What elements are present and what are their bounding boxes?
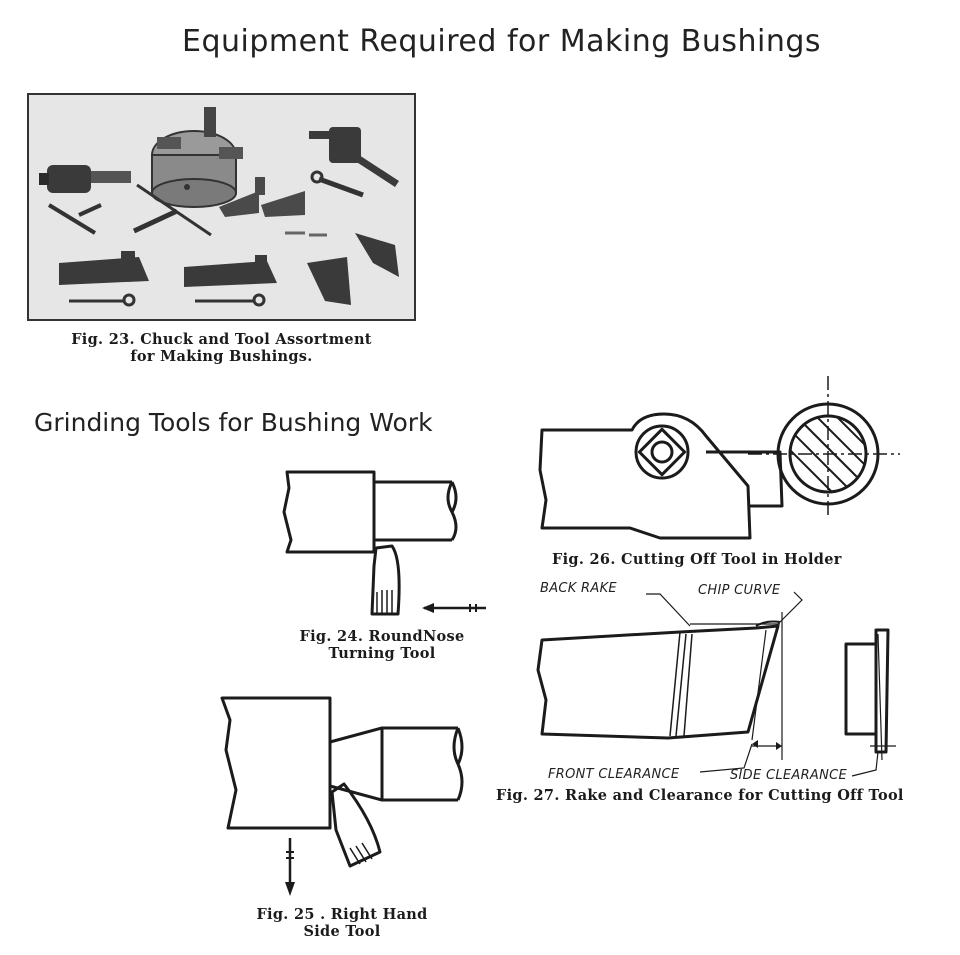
fig24-caption: Fig. 24. RoundNose Turning Tool xyxy=(282,628,482,662)
fig24-caption-line1: Fig. 24. RoundNose xyxy=(299,628,465,645)
offset-holders xyxy=(307,233,399,305)
three-jaw-chuck xyxy=(151,107,243,208)
label-back-rake: BACK RAKE xyxy=(540,581,617,596)
drill-chuck xyxy=(39,165,131,193)
fig25-caption-line1: Fig. 25 . Right Hand xyxy=(256,906,428,923)
chuck-jaws xyxy=(219,177,305,217)
section-heading: Grinding Tools for Bushing Work xyxy=(34,408,433,437)
tool-holder-left xyxy=(59,251,149,285)
label-side-clearance: SIDE CLEARANCE xyxy=(730,768,848,783)
label-chip-curve: CHIP CURVE xyxy=(698,583,781,598)
tool-post xyxy=(309,127,399,187)
fig23-caption: Fig. 23. Chuck and Tool Assortment for M… xyxy=(27,331,416,365)
fig26-caption: Fig. 26. Cutting Off Tool in Holder xyxy=(552,551,842,568)
fig23-photo xyxy=(27,93,416,321)
chuck-tool-assortment-image xyxy=(29,95,414,319)
fig27-caption: Fig. 27. Rake and Clearance for Cutting … xyxy=(496,787,904,804)
page-title: Equipment Required for Making Bushings xyxy=(182,24,822,59)
fig24-caption-line2: Turning Tool xyxy=(328,645,436,662)
fig23-caption-line2: for Making Bushings. xyxy=(130,348,313,365)
fig23-caption-line1: Fig. 23. Chuck and Tool Assortment xyxy=(71,331,372,348)
tool-holder-center xyxy=(184,255,277,287)
fig25-caption-line2: Side Tool xyxy=(303,923,381,940)
fig25-caption: Fig. 25 . Right Hand Side Tool xyxy=(242,906,442,940)
label-front-clearance: FRONT CLEARANCE xyxy=(548,767,680,782)
